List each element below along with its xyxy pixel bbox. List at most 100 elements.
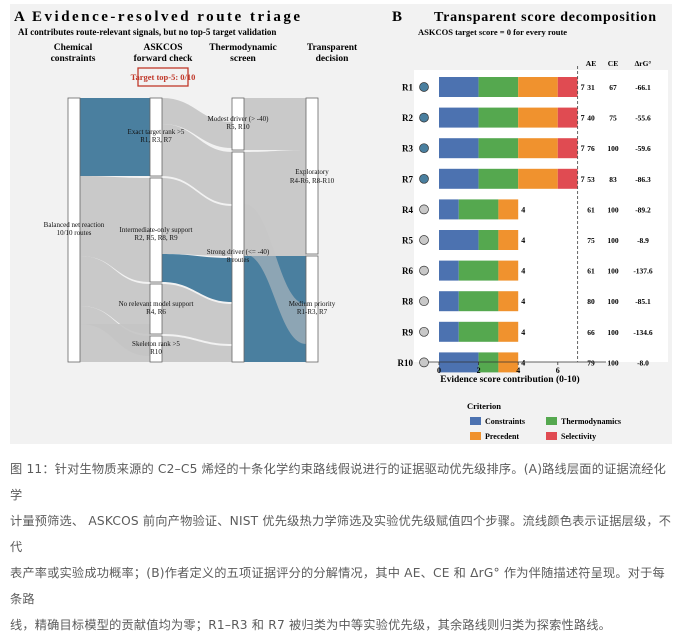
ce-value-r7: 83 (609, 175, 617, 184)
column-header-decision-line2: decision (316, 54, 349, 64)
legend-swatch-constraints (470, 417, 481, 425)
bar-thermodynamics-r5 (478, 230, 499, 250)
flow-intermediate-to-strong-blue (162, 254, 232, 302)
x-tick-label-6: 6 (556, 366, 560, 375)
x-tick-label-2: 2 (477, 366, 481, 375)
bar-precedent-r7 (518, 168, 558, 189)
route-label-r9: R9 (402, 327, 413, 337)
bar-constraints-r6 (439, 260, 459, 281)
node-exploratory-label-2: R4-R6, R8-R10 (290, 177, 335, 185)
caption-line-2: 计量预筛选、 ASKCOS 前向产物验证、NIST 优先级热力学筛选及实验优先级… (10, 514, 672, 554)
panel-a-subtitle: AI contributes route-relevant signals, b… (18, 27, 276, 37)
node-intermediate (149, 177, 163, 283)
node-exploratory-label-1: Exploratory (295, 168, 329, 176)
node-balanced-label-2: 10/10 routes (57, 229, 92, 237)
legend-swatch-thermodynamics (546, 417, 557, 425)
x-tick-label-4: 4 (516, 366, 520, 375)
panel-a: A Evidence-resolved route triage AI cont… (14, 9, 358, 363)
total-label-r9: 4 (521, 328, 525, 337)
bar-constraints-r3 (439, 138, 479, 159)
ce-value-r2: 75 (609, 114, 617, 123)
bar-thermodynamics-r9 (458, 321, 499, 342)
legend-swatch-selectivity (546, 432, 557, 440)
ae-value-r3: 76 (587, 144, 595, 153)
priority-marker-r8 (419, 296, 429, 307)
bar-precedent-r1 (518, 77, 558, 97)
panel-a-title: Evidence-resolved route triage (32, 9, 300, 25)
priority-marker-r2 (419, 112, 429, 123)
ce-value-r10: 100 (607, 358, 619, 367)
dg-value-r4: -89.2 (635, 205, 651, 214)
route-label-r7: R7 (402, 174, 413, 184)
bar-constraints-r8 (439, 291, 459, 312)
bar-selectivity-r3 (557, 138, 578, 159)
priority-marker-r9 (419, 326, 429, 337)
dg-value-r1: -66.1 (635, 83, 651, 92)
priority-marker-r3 (419, 143, 429, 154)
total-label-r7: 7 (581, 175, 585, 184)
node-medium-label-1: Medium priority (289, 300, 336, 308)
bar-precedent-r2 (518, 107, 558, 128)
bar-precedent-r8 (498, 291, 519, 312)
caption-line-3: 表产率或实验成功概率；(B)作者定义的五项证据评分的分解情况，其中 AE、CE … (10, 566, 665, 606)
figure: A Evidence-resolved route triage AI cont… (10, 4, 672, 444)
ae-value-r7: 53 (587, 175, 595, 184)
ce-value-r5: 100 (607, 236, 619, 245)
route-label-r5: R5 (402, 236, 413, 246)
node-medium (305, 255, 319, 363)
bar-constraints-r9 (439, 321, 459, 342)
total-label-r8: 4 (521, 297, 525, 306)
node-modest (231, 97, 245, 151)
bar-thermodynamics-r1 (478, 77, 519, 97)
column-header-askcos-line1: ASKCOS (143, 43, 182, 53)
figure-caption: 图 11：针对生物质来源的 C2–C5 烯烃的十条化学约束路线假说进行的证据驱动… (10, 456, 674, 638)
ae-value-r8: 80 (587, 297, 595, 306)
priority-marker-r6 (419, 265, 429, 276)
panel-a-letter: A (14, 9, 25, 25)
ce-value-r1: 67 (609, 83, 617, 92)
ae-value-r10: 79 (587, 358, 595, 367)
node-exact-label-1: Exact target rank >5 (128, 128, 185, 136)
node-medium-label-2: R1-R3, R7 (297, 308, 328, 316)
node-no-relevant-label-1: No relevant model support (119, 300, 194, 308)
dg-value-r6: -137.6 (633, 267, 653, 276)
legend-label-precedent: Precedent (485, 432, 519, 441)
node-skeleton (149, 335, 163, 363)
flow-no-relevant-to-strong (162, 284, 232, 344)
node-intermediate-label-1: Intermediate-only support (120, 226, 193, 234)
panel-b-title: Transparent score decomposition (434, 10, 656, 25)
dg-value-r2: -55.6 (635, 114, 651, 123)
column-header-decision-line1: Transparent (307, 43, 358, 53)
col-header-ae: AE (586, 59, 596, 68)
flow-intermediate-to-strong (162, 178, 232, 256)
bar-precedent-r5 (498, 230, 519, 250)
column-header-thermo-line1: Thermodynamic (209, 43, 277, 53)
ce-value-r3: 100 (607, 144, 619, 153)
priority-marker-r10 (419, 357, 429, 368)
bar-constraints-r1 (439, 77, 479, 97)
dg-value-r5: -8.9 (637, 236, 649, 245)
route-label-r3: R3 (402, 144, 413, 154)
column-header-askcos-line2: forward check (134, 54, 194, 64)
priority-marker-r4 (419, 204, 429, 215)
route-label-r4: R4 (402, 205, 413, 215)
node-strong-label-1: Strong driver (<= -40) (207, 248, 270, 256)
node-balanced (67, 97, 81, 363)
flow-skeleton-to-strong (162, 336, 232, 362)
priority-marker-r5 (419, 235, 429, 245)
ae-value-r5: 75 (587, 236, 595, 245)
bar-precedent-r4 (498, 199, 519, 220)
flow-strong-cross (244, 204, 306, 344)
bar-thermodynamics-r7 (478, 168, 519, 189)
flow-exact-to-strong-top (162, 124, 232, 204)
route-label-r1: R1 (402, 83, 413, 93)
legend-label-thermodynamics: Thermodynamics (561, 417, 621, 426)
route-label-r2: R2 (402, 113, 413, 123)
flows-stage3 (244, 98, 306, 362)
col-header-ce: CE (608, 59, 618, 68)
bar-precedent-r3 (518, 138, 558, 159)
bar-selectivity-r1 (557, 77, 578, 97)
total-label-r6: 4 (521, 267, 525, 276)
